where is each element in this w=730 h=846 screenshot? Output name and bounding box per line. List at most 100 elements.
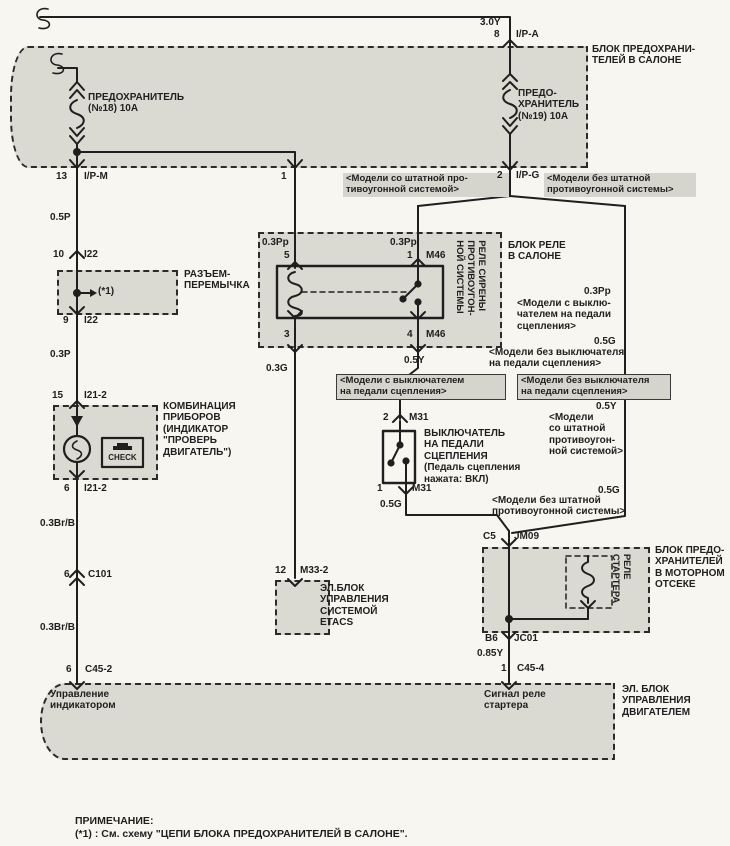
pin-15-connector: I21-2 [84, 390, 107, 401]
pin-12-num: 12 [275, 565, 287, 576]
relay-inner-outline [275, 264, 445, 320]
pin-6-c101-connector: C101 [88, 569, 112, 580]
pin-1-c454-connector: C45-4 [517, 663, 545, 674]
wire-0-3Pp-note: 0.3Pp [584, 286, 611, 297]
fuse19-label: ПРЕДО- ХРАНИТЕЛЬ (№19) 10А [518, 88, 580, 122]
engine-fusebox-label: БЛОК ПРЕДО- ХРАНИТЕЛЕЙ В МОТОРНОМ ОТСЕКЕ [655, 545, 725, 591]
wire-0-3Pp-right: 0.3Pp [390, 237, 417, 248]
pin-6-c452-connector: C45-2 [85, 664, 113, 675]
bus-continuation-curl [36, 7, 51, 30]
pin-8-num: 8 [494, 29, 500, 40]
wire-0-5G-clutch: 0.5G [380, 499, 402, 510]
etacs-unit-outline [275, 580, 330, 635]
ecm-pin-function-left: Управление индикатором [50, 689, 116, 712]
etacs-label: ЭЛ.БЛОК УПРАВЛЕНИЯ СИСТЕМОЙ ETACS [320, 583, 389, 629]
ecm-label: ЭЛ. БЛОК УПРАВЛЕНИЯ ДВИГАТЕЛЕМ [622, 684, 691, 718]
wire-0-85Y: 0.85Y [477, 648, 504, 659]
starter-relay-label: РЕЛЕ СТАРТЕРА [610, 553, 632, 604]
anti-theft-bypass-wire [511, 205, 626, 534]
pin10-arrow [69, 250, 85, 259]
starter-relay-coil [581, 555, 595, 604]
clutch-switch-label: ВЫКЛЮЧАТЕЛЬ НА ПЕДАЛИ СЦЕПЛЕНИЯ (Педаль … [424, 428, 521, 485]
pin-6-i21-num: 6 [64, 483, 70, 494]
variant-with-clutch-switch-box: <Модели с выключателем на педали сцеплен… [336, 374, 506, 400]
pin-13-num: 13 [56, 171, 68, 182]
pin-2-m31-connector: M31 [409, 412, 429, 423]
fuse-chevrons-bottom [69, 127, 85, 145]
relay-box-exit-arrow [410, 344, 426, 353]
fuse18-element [69, 99, 85, 129]
pin-10-num: 10 [53, 249, 65, 260]
pin-9-connector: I22 [84, 315, 98, 326]
salon-relay-box-outline [258, 232, 502, 348]
fuse19-element [502, 89, 518, 119]
wire-0-5Y-mid: 0.5Y [404, 355, 425, 366]
pin15-arrow [69, 400, 85, 409]
relay-coil [287, 271, 303, 317]
pin-13-connector: I/P-M [84, 171, 108, 182]
pin-15-num: 15 [52, 390, 64, 401]
pin-2-m31-num: 2 [383, 412, 389, 423]
check-indicator [100, 436, 145, 469]
pin-2-connector: I/P-G [516, 170, 540, 181]
wire-0-3BrB-lower: 0.3Br/B [40, 622, 76, 633]
pin-c5-connector: JM09 [514, 531, 540, 542]
pin-1-m31-num: 1 [377, 483, 383, 494]
relay-box-exit-arrow [287, 344, 303, 353]
pin-1-c454-num: 1 [501, 663, 507, 674]
power-bus-wire [36, 7, 511, 40]
pin-b6-arrow [501, 631, 517, 640]
pin-8-connector: I/P-A [516, 29, 539, 40]
fuse-chevrons-bottom [502, 117, 518, 135]
ecm-pin-function-right: Сигнал реле стартера [484, 689, 546, 712]
pin-6-c452-num: 6 [66, 664, 72, 675]
pin1-m31-arrow [398, 486, 414, 495]
pin1-c454-arrow [501, 681, 517, 690]
pin-b6-num: B6 [485, 633, 498, 644]
variant-with-antitheft-top: <Модели со штатной про- тивоугонной сист… [343, 173, 509, 197]
jumper-label: РАЗЪЕМ- ПЕРЕМЫЧКА [184, 269, 250, 292]
wire-0-3G: 0.3G [266, 363, 288, 374]
branch-fork [417, 195, 626, 207]
pin-10-connector: I22 [84, 249, 98, 260]
cluster-label: КОМБИНАЦИЯ ПРИБОРОВ (ИНДИКАТОР "ПРОВЕРЬ … [163, 401, 236, 458]
pin12-arrow [287, 578, 303, 587]
starter-relay-circuit [501, 530, 613, 690]
variant-with-antitheft-right: <Модели со штатной противоугон- ной сист… [549, 412, 624, 458]
note-body: (*1) : См. схему "ЦЕПИ БЛОКА ПРЕДОХРАНИТ… [75, 828, 408, 840]
variant-without-antitheft-right: <Модели без штатной противоугонной систе… [492, 495, 626, 518]
pin-c5-arrow [501, 538, 517, 547]
wire-0-5Y-note: 0.5Y [596, 401, 617, 412]
wire-0-5G-note: 0.5G [594, 336, 616, 347]
starter-relay-outline [565, 555, 613, 609]
pin-b6-connector: JC01 [514, 633, 538, 644]
engine-control-module-outline [40, 683, 615, 760]
wire-0-5G-note2: 0.5G [598, 485, 620, 496]
variant-with-clutch-switch-right: <Модели с выклю- чателем на педали сцепл… [517, 298, 612, 332]
fuse18-label: ПРЕДОХРАНИТЕЛЬ (№18) 10А [88, 92, 185, 115]
pin-6-c101-num: 6 [64, 569, 70, 580]
pin2-m31-arrow [392, 414, 408, 423]
pin-12-connector: M33-2 [300, 565, 329, 576]
check-badge-text: CHECK [108, 453, 137, 462]
pin-9-num: 9 [63, 315, 69, 326]
c101-connector-arrows [69, 569, 85, 586]
indicator-circuit-wire [62, 167, 97, 690]
pin-6-i21-connector: I21-2 [84, 483, 107, 494]
pin-4-m46-num: 4 [407, 329, 413, 340]
salon-fusebox-label: БЛОК ПРЕДОХРАНИ- ТЕЛЕЙ В САЛОНЕ [592, 44, 696, 67]
feed-curl [50, 52, 65, 75]
siren-relay-coil-circuit [287, 167, 303, 587]
salon-fusebox-outline [10, 46, 588, 168]
wire-0-5P: 0.5P [50, 212, 71, 223]
pin-1-m46-connector: M46 [426, 250, 446, 261]
pin-2-num: 2 [497, 170, 503, 181]
siren-relay-body [275, 264, 445, 320]
jumper-footnote-ref: (*1) [98, 286, 115, 297]
pin-1-top-num: 1 [281, 171, 287, 182]
pin6-i21-arrow [69, 470, 85, 479]
wire-0-3Pp-left: 0.3Pp [262, 237, 289, 248]
pin-3-num: 3 [284, 329, 290, 340]
